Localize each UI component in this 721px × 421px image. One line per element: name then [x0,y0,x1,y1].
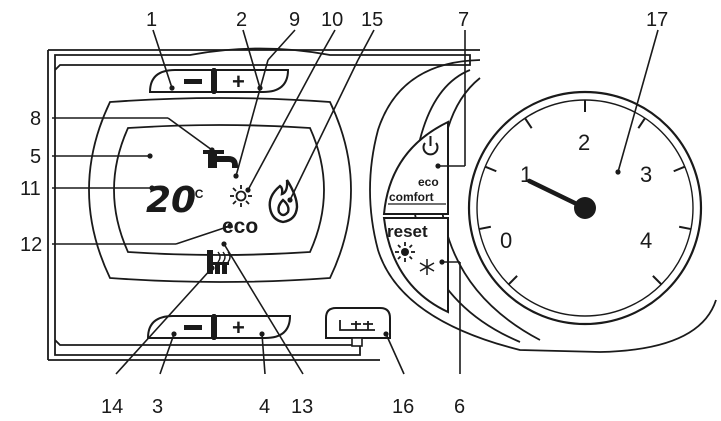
dhw-minus-button[interactable] [148,69,213,93]
plus-icon: + [232,69,245,94]
panel-outline [54,47,471,356]
callout-3: 3 [152,396,163,418]
power-icon [422,136,439,156]
temperature-readout: 20 [146,180,196,221]
gauge-scale-0: 0 [500,228,512,253]
gauge-scale-4: 4 [640,228,652,253]
gauge-scale-2: 2 [578,130,590,155]
callout-17: 17 [646,9,668,31]
callout-4: 4 [259,396,270,418]
callout-1: 1 [146,9,157,31]
callout-6: 6 [454,396,465,418]
display-bezel-inner [113,124,325,256]
gauge-scale-3: 3 [640,162,652,187]
callout-11: 11 [20,178,41,200]
gauge-tick [484,165,497,173]
hydrometer-icon [339,320,375,331]
callout-2: 2 [236,9,247,31]
dhw-plus-button[interactable]: + [215,69,290,94]
heating-plus-button[interactable]: + [215,315,292,340]
comfort-label: comfort [389,190,434,204]
callout-16: 16 [392,396,414,418]
gauge-housing [369,59,717,353]
gauge-tick [478,225,492,231]
reset-label: reset [387,222,428,241]
callout-5: 5 [30,146,41,168]
pressure-gauge: 0 1 2 3 4 [467,90,703,326]
callout-numbers: 1 2 9 10 15 7 17 8 5 11 12 14 3 4 13 16 … [20,9,668,418]
hydrometer-button[interactable] [325,307,391,347]
sun-icon [395,242,415,262]
eco-label: eco [418,175,439,189]
leader-lines [52,29,659,375]
callout-10: 10 [321,9,343,31]
gauge-hub [574,197,596,219]
tap-icon [203,150,239,179]
flame-icon [268,179,299,224]
gauge-tick [637,117,646,129]
gauge-tick [673,165,686,173]
callout-7: 7 [458,9,469,31]
gauge-tick [652,275,663,286]
callout-15: 15 [361,9,383,31]
minus-icon [184,325,202,330]
eco-indicator: eco [222,215,258,238]
snowflake-icon [419,259,435,275]
callout-8: 8 [30,108,41,130]
temperature-unit: °C [190,187,204,201]
minus-icon [184,79,202,84]
callout-12: 12 [20,234,42,256]
callout-13: 13 [291,396,313,418]
panel-frame [47,49,480,361]
gauge-ticks [478,100,692,286]
plus-icon: + [232,315,245,340]
gauge-tick [524,117,533,129]
callout-9: 9 [289,9,300,31]
gauge-tick [507,275,518,286]
eco-comfort-button[interactable]: eco comfort [382,120,449,215]
callout-14: 14 [101,396,123,418]
reset-mode-button[interactable]: reset [382,217,449,314]
gauge-tick [678,225,692,231]
